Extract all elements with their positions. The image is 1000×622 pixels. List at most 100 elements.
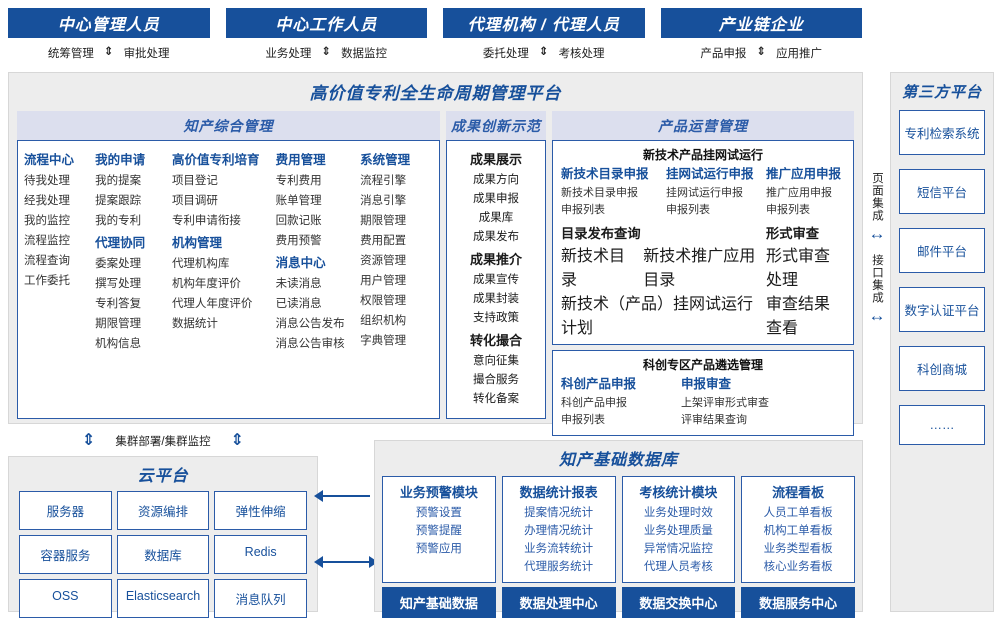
database-footer-1[interactable]: 数据处理中心 — [501, 587, 616, 618]
zhichan-item-0-0-2[interactable]: 我的监控 — [24, 215, 70, 227]
xinjishu-item-2-1[interactable]: 申报列表 — [766, 204, 810, 216]
cloud-cell-8[interactable]: 消息队列 — [214, 579, 307, 618]
zhichan-item-3-0-1[interactable]: 账单管理 — [275, 195, 322, 207]
zhichan-item-4-0-5[interactable]: 用户管理 — [360, 275, 407, 287]
database-footer-0[interactable]: 知产基础数据 — [382, 587, 496, 618]
database-item-0-2[interactable]: 预警应用 — [415, 543, 462, 555]
mulu-item-1[interactable]: 新技术推广应用目录 — [643, 248, 756, 289]
database-item-3-0[interactable]: 人员工单看板 — [763, 507, 833, 519]
zhichan-item-0-0-0[interactable]: 待我处理 — [24, 175, 70, 187]
xingshi-item-1[interactable]: 审查结果查看 — [766, 296, 831, 337]
database-item-0-0[interactable]: 预警设置 — [415, 507, 462, 519]
mulu-item-0[interactable]: 新技术目录 — [561, 248, 626, 289]
zhichan-item-1-1-1[interactable]: 撰写处理 — [95, 278, 142, 290]
chengguo-item-2-2[interactable]: 转化备案 — [473, 393, 519, 405]
zhichan-item-4-0-6[interactable]: 权限管理 — [360, 295, 407, 307]
database-footer-3[interactable]: 数据服务中心 — [741, 587, 855, 618]
third-party-item-5[interactable]: …… — [899, 405, 985, 445]
zhichan-item-0-0-3[interactable]: 流程监控 — [24, 235, 70, 247]
xinjishu-item-2-0[interactable]: 推广应用申报 — [766, 187, 832, 199]
role-title-1[interactable]: 中心工作人员 — [225, 8, 427, 38]
zhichan-item-2-1-0[interactable]: 代理机构库 — [171, 258, 230, 270]
database-item-3-2[interactable]: 业务类型看板 — [763, 543, 833, 555]
database-item-0-1[interactable]: 预警提醒 — [415, 525, 462, 537]
zhichan-item-1-1-0[interactable]: 委案处理 — [95, 258, 142, 270]
database-item-3-1[interactable]: 机构工单看板 — [763, 525, 833, 537]
xingshi-item-0[interactable]: 形式审查处理 — [766, 248, 831, 289]
cloud-cell-6[interactable]: OSS — [19, 579, 112, 618]
kechuang-item-0-0[interactable]: 科创产品申报 — [561, 397, 627, 409]
chengguo-item-1-0[interactable]: 成果宣传 — [473, 274, 519, 286]
cloud-cell-7[interactable]: Elasticsearch — [116, 579, 210, 618]
zhichan-item-3-1-1[interactable]: 已读消息 — [275, 298, 322, 310]
chengguo-item-1-1[interactable]: 成果封装 — [473, 293, 519, 305]
database-item-1-3[interactable]: 代理服务统计 — [524, 561, 594, 573]
kechuang-item-1-1[interactable]: 评审结果查询 — [681, 414, 747, 426]
database-item-1-2[interactable]: 业务流转统计 — [524, 543, 594, 555]
role-title-2[interactable]: 代理机构 / 代理人员 — [443, 8, 645, 38]
zhichan-item-0-0-1[interactable]: 经我处理 — [24, 195, 70, 207]
zhichan-item-4-0-2[interactable]: 期限管理 — [360, 215, 407, 227]
role-title-3[interactable]: 产业链企业 — [660, 8, 862, 38]
database-item-2-3[interactable]: 代理人员考核 — [643, 561, 713, 573]
zhichan-item-3-0-0[interactable]: 专利费用 — [275, 175, 322, 187]
zhichan-item-4-0-7[interactable]: 组织机构 — [360, 315, 407, 327]
zhichan-item-2-1-1[interactable]: 机构年度评价 — [171, 278, 241, 290]
chengguo-item-2-0[interactable]: 意向征集 — [473, 355, 519, 367]
chengguo-item-0-1[interactable]: 成果申报 — [473, 193, 519, 205]
zhichan-item-1-0-2[interactable]: 我的专利 — [95, 215, 142, 227]
zhichan-item-4-0-3[interactable]: 费用配置 — [360, 235, 407, 247]
zhichan-item-3-1-0[interactable]: 未读消息 — [275, 278, 322, 290]
zhichan-item-4-0-0[interactable]: 流程引擎 — [360, 175, 407, 187]
zhichan-item-2-1-2[interactable]: 代理人年度评价 — [171, 298, 253, 310]
zhichan-item-4-0-1[interactable]: 消息引擎 — [360, 195, 407, 207]
zhichan-item-0-0-4[interactable]: 流程查询 — [24, 255, 70, 267]
zhichan-item-3-0-2[interactable]: 回款记账 — [275, 215, 322, 227]
zhichan-item-2-0-0[interactable]: 项目登记 — [171, 175, 218, 187]
database-item-1-1[interactable]: 办理情况统计 — [524, 525, 594, 537]
cloud-cell-3[interactable]: 容器服务 — [19, 535, 112, 574]
mulu-item-2[interactable]: 新技术（产品）挂网试运行计划 — [561, 296, 754, 337]
chengguo-item-0-3[interactable]: 成果发布 — [473, 231, 519, 243]
zhichan-item-3-1-3[interactable]: 消息公告审核 — [275, 338, 345, 350]
third-party-item-4[interactable]: 科创商城 — [899, 346, 985, 391]
database-item-2-2[interactable]: 异常情况监控 — [643, 543, 713, 555]
zhichan-item-3-0-3[interactable]: 费用预警 — [275, 235, 322, 247]
chengguo-item-0-0[interactable]: 成果方向 — [473, 174, 519, 186]
xinjishu-item-0-1[interactable]: 申报列表 — [561, 204, 605, 216]
xinjishu-item-1-0[interactable]: 挂网试运行申报 — [666, 187, 743, 199]
zhichan-item-1-1-2[interactable]: 专利答复 — [95, 298, 142, 310]
xinjishu-item-1-1[interactable]: 申报列表 — [666, 204, 710, 216]
third-party-item-1[interactable]: 短信平台 — [899, 169, 985, 214]
third-party-item-0[interactable]: 专利检索系统 — [899, 110, 985, 155]
zhichan-item-3-1-2[interactable]: 消息公告发布 — [275, 318, 345, 330]
kechuang-item-0-1[interactable]: 申报列表 — [561, 414, 605, 426]
zhichan-item-1-1-3[interactable]: 期限管理 — [95, 318, 142, 330]
cloud-cell-2[interactable]: 弹性伸缩 — [214, 491, 307, 530]
chengguo-item-2-1[interactable]: 撮合服务 — [473, 374, 519, 386]
zhichan-item-4-0-8[interactable]: 字典管理 — [360, 335, 407, 347]
zhichan-item-4-0-4[interactable]: 资源管理 — [360, 255, 407, 267]
zhichan-item-2-0-2[interactable]: 专利申请衔接 — [171, 215, 241, 227]
zhichan-item-2-0-1[interactable]: 项目调研 — [171, 195, 218, 207]
zhichan-item-1-0-1[interactable]: 提案跟踪 — [95, 195, 142, 207]
cloud-cell-1[interactable]: 资源编排 — [116, 491, 210, 530]
chengguo-item-1-2[interactable]: 支持政策 — [473, 312, 519, 324]
third-party-item-3[interactable]: 数字认证平台 — [899, 287, 985, 332]
cloud-cell-4[interactable]: 数据库 — [116, 535, 210, 574]
cloud-cell-5[interactable]: Redis — [214, 535, 307, 574]
kechuang-item-1-0[interactable]: 上架评审形式审查 — [681, 397, 769, 409]
database-footer-2[interactable]: 数据交换中心 — [621, 587, 736, 618]
zhichan-item-1-1-4[interactable]: 机构信息 — [95, 338, 142, 350]
xinjishu-item-0-0[interactable]: 新技术目录申报 — [561, 187, 638, 199]
cloud-cell-0[interactable]: 服务器 — [19, 491, 112, 530]
database-item-1-0[interactable]: 提案情况统计 — [524, 507, 594, 519]
database-item-3-3[interactable]: 核心业务看板 — [763, 561, 833, 573]
third-party-item-2[interactable]: 邮件平台 — [899, 228, 985, 273]
role-title-0[interactable]: 中心管理人员 — [8, 8, 210, 38]
database-item-2-1[interactable]: 业务处理质量 — [643, 525, 713, 537]
database-item-2-0[interactable]: 业务处理时效 — [643, 507, 713, 519]
zhichan-item-0-0-5[interactable]: 工作委托 — [24, 275, 70, 287]
chengguo-item-0-2[interactable]: 成果库 — [478, 212, 514, 224]
zhichan-item-1-0-0[interactable]: 我的提案 — [95, 175, 142, 187]
